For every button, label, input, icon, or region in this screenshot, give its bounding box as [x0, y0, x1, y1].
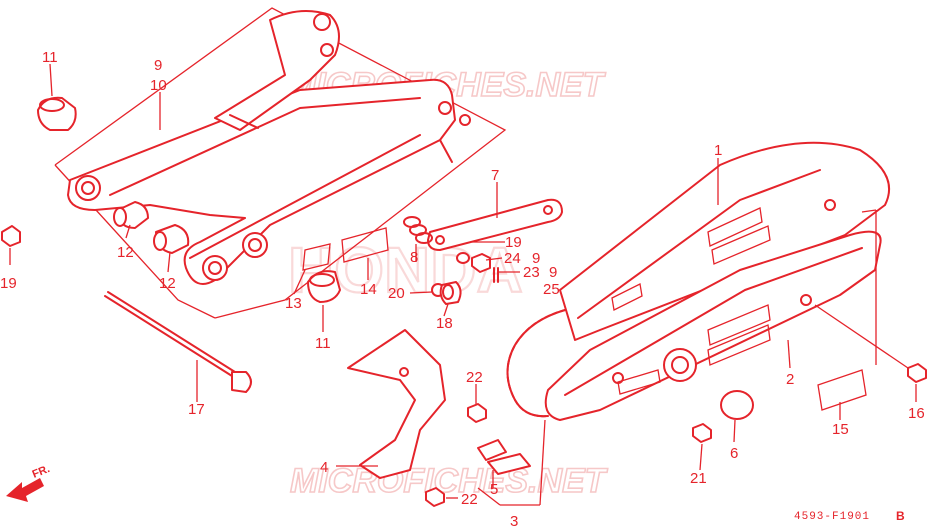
- bolt-22-lower: [425, 487, 445, 507]
- callout: 10: [150, 77, 167, 94]
- callout: 6: [730, 445, 738, 462]
- bolt-21: [692, 423, 712, 443]
- bolt-22-upper: [467, 403, 487, 423]
- callout: 2: [786, 371, 794, 388]
- callout: 23: [523, 264, 540, 281]
- washer-24: [456, 252, 491, 273]
- callout: 22: [461, 491, 478, 508]
- watermark-bottom: MICROFICHES.NET: [290, 462, 609, 500]
- callout: 4: [320, 459, 328, 476]
- chain-case-upper-1: [559, 141, 890, 341]
- callout: 9: [532, 250, 540, 267]
- chain-guard-4: [347, 329, 446, 479]
- callout: 17: [188, 401, 205, 418]
- callout-labels: 11 9 10 12 12 19 17 7 19 24 9 23 9 25 8 …: [0, 49, 925, 529]
- leader-lines: [9, 63, 917, 506]
- drawing-code: 4593-F1901: [794, 511, 870, 523]
- front-direction-label: FR.: [31, 463, 52, 481]
- nut-19-left: [1, 225, 21, 247]
- callout: 14: [360, 281, 377, 298]
- callout: 9: [154, 57, 162, 74]
- callout: 19: [505, 234, 522, 251]
- plate-14: [341, 227, 389, 263]
- callout: 13: [285, 295, 302, 312]
- callout: 22: [466, 369, 483, 386]
- callout: 11: [42, 49, 58, 66]
- callout: 25: [543, 281, 560, 298]
- pin-23: [493, 267, 499, 283]
- cap-11-top: [37, 96, 77, 131]
- plate-13: [302, 243, 331, 271]
- drawing-revision: B: [896, 509, 905, 523]
- callout: 11: [315, 335, 331, 352]
- callout: 12: [117, 244, 134, 261]
- callout: 5: [490, 481, 498, 498]
- swingarm-part: [67, 10, 471, 285]
- bushing-12-a: [113, 201, 149, 229]
- callout: 1: [714, 142, 722, 159]
- callout: 21: [690, 470, 707, 487]
- front-direction-arrow: FR.: [6, 463, 52, 502]
- collar-18: [439, 281, 462, 305]
- callout: 19: [0, 275, 17, 292]
- callout: 15: [832, 421, 849, 438]
- callout: 20: [388, 285, 405, 302]
- chain-case-lower-2: [544, 230, 882, 421]
- bushing-12-b: [153, 224, 190, 254]
- tensioner-plate-7: [427, 198, 563, 251]
- callout: 9: [549, 264, 557, 281]
- label-15: [817, 369, 867, 411]
- callout: 16: [908, 405, 925, 422]
- grommet-6: [720, 390, 754, 420]
- callout: 7: [491, 167, 499, 184]
- drive-chain-3: [506, 309, 566, 418]
- bolt-16: [907, 363, 927, 383]
- spring-8: [403, 216, 433, 244]
- cap-11-mid: [307, 270, 341, 303]
- callout: 8: [410, 249, 418, 266]
- callout: 18: [436, 315, 453, 332]
- callout: 3: [510, 513, 518, 529]
- callout: 24: [504, 250, 521, 267]
- callout: 12: [159, 275, 176, 292]
- chain-joint-5: [477, 439, 531, 475]
- bolt-17: [104, 291, 252, 393]
